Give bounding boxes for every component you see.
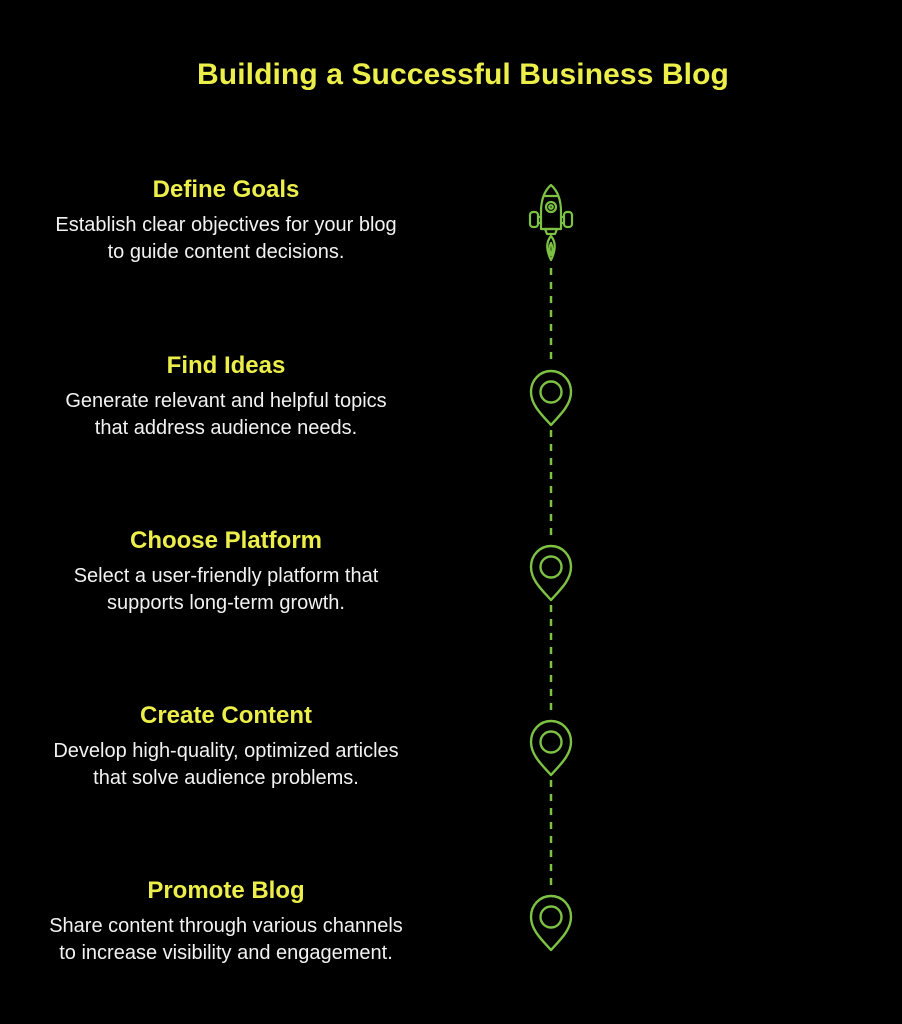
- step-promote-blog: Promote Blog Share content through vario…: [16, 876, 436, 967]
- step-heading: Choose Platform: [129, 527, 323, 554]
- step-description-line: Develop high-quality, optimized articles: [53, 740, 399, 762]
- location-pin-icon: [529, 544, 573, 602]
- step-description-line: to increase visibility and engagement.: [59, 942, 393, 964]
- step-create-content: Create Content Develop high-quality, opt…: [16, 701, 436, 792]
- step-description-line: Select a user-friendly platform that: [73, 565, 379, 587]
- step-find-ideas: Find Ideas Generate relevant and helpful…: [16, 351, 436, 442]
- step-heading: Promote Blog: [147, 877, 305, 904]
- step-description-line: Share content through various channels: [49, 915, 403, 937]
- location-pin-icon: [529, 369, 573, 427]
- location-pin-icon: [529, 894, 573, 952]
- step-define-goals: Define Goals Establish clear objectives …: [16, 175, 436, 266]
- step-description-line: to guide content decisions.: [107, 241, 345, 263]
- step-description: Select a user-friendly platform that sup…: [16, 563, 436, 617]
- step-heading: Create Content: [139, 702, 313, 729]
- step-choose-platform: Choose Platform Select a user-friendly p…: [16, 526, 436, 617]
- step-description-line: that address audience needs.: [94, 417, 358, 439]
- step-description: Share content through various channels t…: [16, 913, 436, 967]
- step-description-line: supports long-term growth.: [107, 592, 345, 614]
- page-title: Building a Successful Business Blog: [197, 58, 729, 91]
- rocket-icon: [528, 183, 574, 262]
- step-heading: Find Ideas: [166, 352, 286, 379]
- step-description-line: Generate relevant and helpful topics: [65, 390, 387, 412]
- step-description: Develop high-quality, optimized articles…: [16, 738, 436, 792]
- step-description: Establish clear objectives for your blog…: [16, 212, 436, 266]
- step-description: Generate relevant and helpful topics tha…: [16, 388, 436, 442]
- step-description-line: that solve audience problems.: [93, 767, 359, 789]
- step-heading: Define Goals: [152, 176, 300, 203]
- step-description-line: Establish clear objectives for your blog: [55, 214, 397, 236]
- location-pin-icon: [529, 719, 573, 777]
